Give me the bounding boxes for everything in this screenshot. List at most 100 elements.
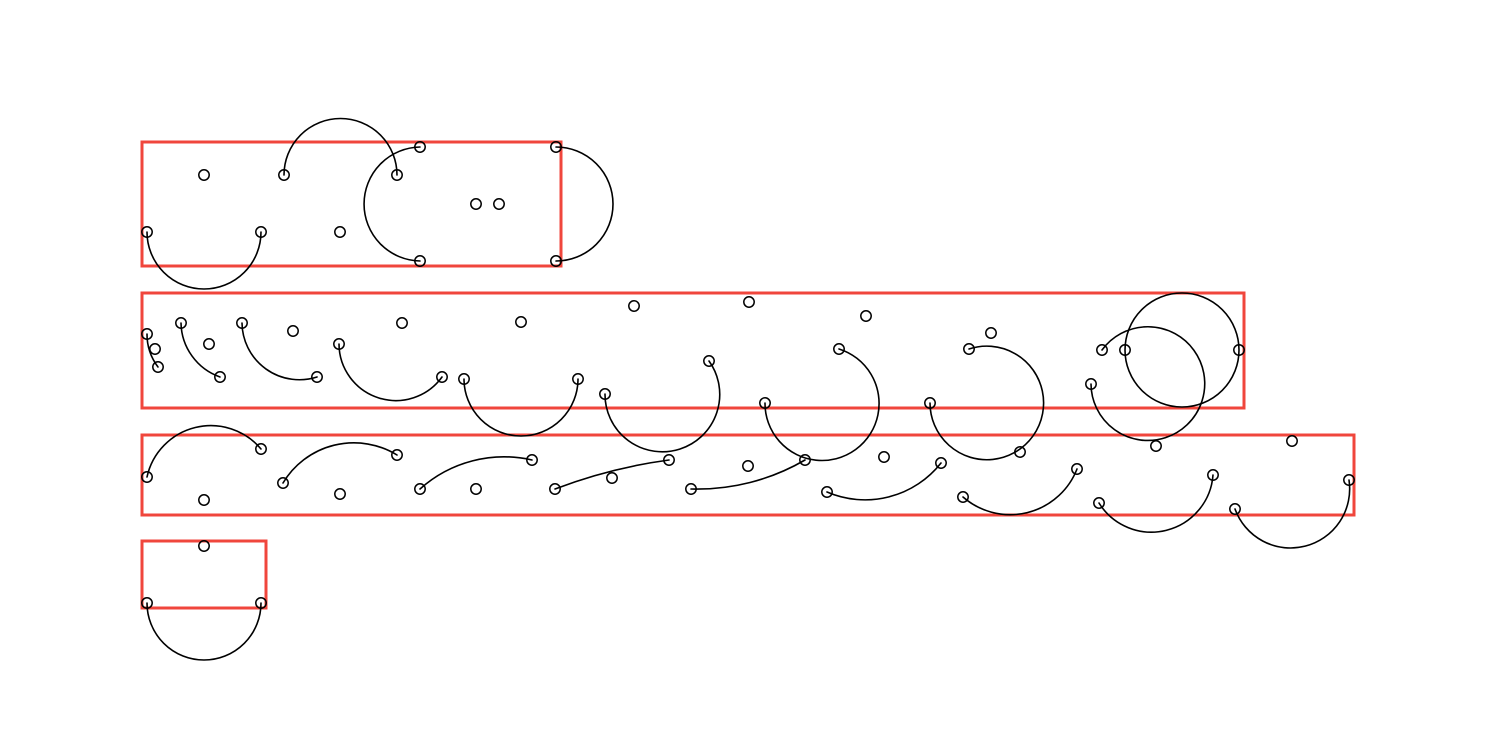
arc-end-point [436, 371, 448, 383]
arc-curve [241, 322, 318, 381]
arc-end-point [1071, 463, 1083, 475]
arc-curve [929, 345, 1045, 461]
arc-end-point [963, 343, 975, 355]
arc-start-point [458, 373, 470, 385]
arc-item [175, 317, 226, 383]
arc-end-point [214, 371, 226, 383]
arc-mid-point [334, 488, 346, 500]
arc-end-point [255, 226, 267, 238]
arc-curve [1098, 474, 1214, 533]
arc-start-point [277, 477, 289, 489]
arc-start-point [1093, 497, 1105, 509]
arc-item [458, 316, 584, 437]
arc-end-point [663, 454, 675, 466]
arc-curve [463, 378, 579, 437]
arc-mid-point [1119, 344, 1131, 356]
arc-mid-point [203, 338, 215, 350]
group-frames [140, 140, 1356, 610]
arc-mid-point [396, 317, 408, 329]
arc-start-point [141, 597, 153, 609]
arc-end-point [703, 355, 715, 367]
arc-curve [146, 424, 262, 478]
arc-item [549, 454, 675, 495]
arc-end-point [526, 454, 538, 466]
arc-item [1229, 435, 1355, 549]
arc-start-point [141, 226, 153, 238]
arc-item [493, 141, 614, 267]
arc-item [141, 540, 267, 661]
arc-curve [962, 468, 1078, 516]
arc-mid-point [1150, 440, 1162, 452]
arc-curve [282, 442, 398, 484]
arc-end-point [255, 597, 267, 609]
arc-mid-point [743, 296, 755, 308]
arc-mid-point [628, 300, 640, 312]
arc-mid-point [149, 343, 161, 355]
arc-start-point [599, 388, 611, 400]
arc-item [236, 317, 323, 383]
arc-curve [690, 459, 806, 490]
group-3-frame [140, 433, 1356, 517]
arc-item [141, 328, 164, 373]
arc-curve [555, 146, 614, 262]
arc-item [141, 169, 267, 290]
arc-item [743, 296, 880, 462]
group-2-frame [140, 291, 1246, 410]
arc-item [278, 117, 403, 238]
arc-curve [1124, 292, 1240, 408]
arc-start-point [549, 483, 561, 495]
arc-start-point [685, 483, 697, 495]
arc-mid-point [334, 226, 346, 238]
arc-curve [826, 462, 942, 501]
arc-mid-point [860, 310, 872, 322]
arc-curve [554, 459, 670, 490]
arc-end-point [311, 371, 323, 383]
arc-start-point [1085, 378, 1097, 390]
arc-curve [764, 348, 880, 462]
arc-start-point [236, 317, 248, 329]
arc-item [1093, 440, 1219, 533]
arc-mid-point [198, 169, 210, 181]
arc-start-point [278, 169, 290, 181]
arc-item [333, 317, 448, 402]
group-1-frame [140, 140, 563, 268]
arc-mid-point [198, 540, 210, 552]
arc-item [821, 451, 947, 501]
arc-curve [338, 343, 443, 402]
arc-curve [146, 602, 262, 661]
arc-item [1119, 292, 1245, 408]
arc-layer [141, 117, 1355, 661]
arc-mid-point [198, 494, 210, 506]
arc-start-point [924, 397, 936, 409]
arc-item [985, 325, 1206, 442]
arc-end-point [833, 343, 845, 355]
arc-start-point [414, 483, 426, 495]
arc-curve [363, 146, 421, 262]
arc-curve [283, 117, 398, 176]
arc-start-point [759, 397, 771, 409]
arc-end-point [572, 373, 584, 385]
arc-end-point [391, 169, 403, 181]
arc-start-point [414, 141, 426, 153]
arc-mid-point [1286, 435, 1298, 447]
arc-item [957, 446, 1083, 516]
arc-start-point [141, 328, 153, 340]
arc-item [414, 454, 538, 495]
arc-start-point [1233, 344, 1245, 356]
arc-item [277, 442, 403, 500]
arc-mid-point [470, 198, 482, 210]
arc-item [599, 300, 721, 453]
arc-curve [419, 456, 533, 490]
arc-curve [1234, 479, 1351, 549]
arc-item [860, 310, 1045, 461]
arc-start-point [175, 317, 187, 329]
arc-item [685, 454, 811, 495]
arc-mid-point [878, 451, 890, 463]
arc-mid-point [493, 198, 505, 210]
arc-end-point [1343, 474, 1355, 486]
arc-end-point [1096, 344, 1108, 356]
arc-end-point [152, 361, 164, 373]
arc-start-point [821, 486, 833, 498]
arc-mid-point [515, 316, 527, 328]
